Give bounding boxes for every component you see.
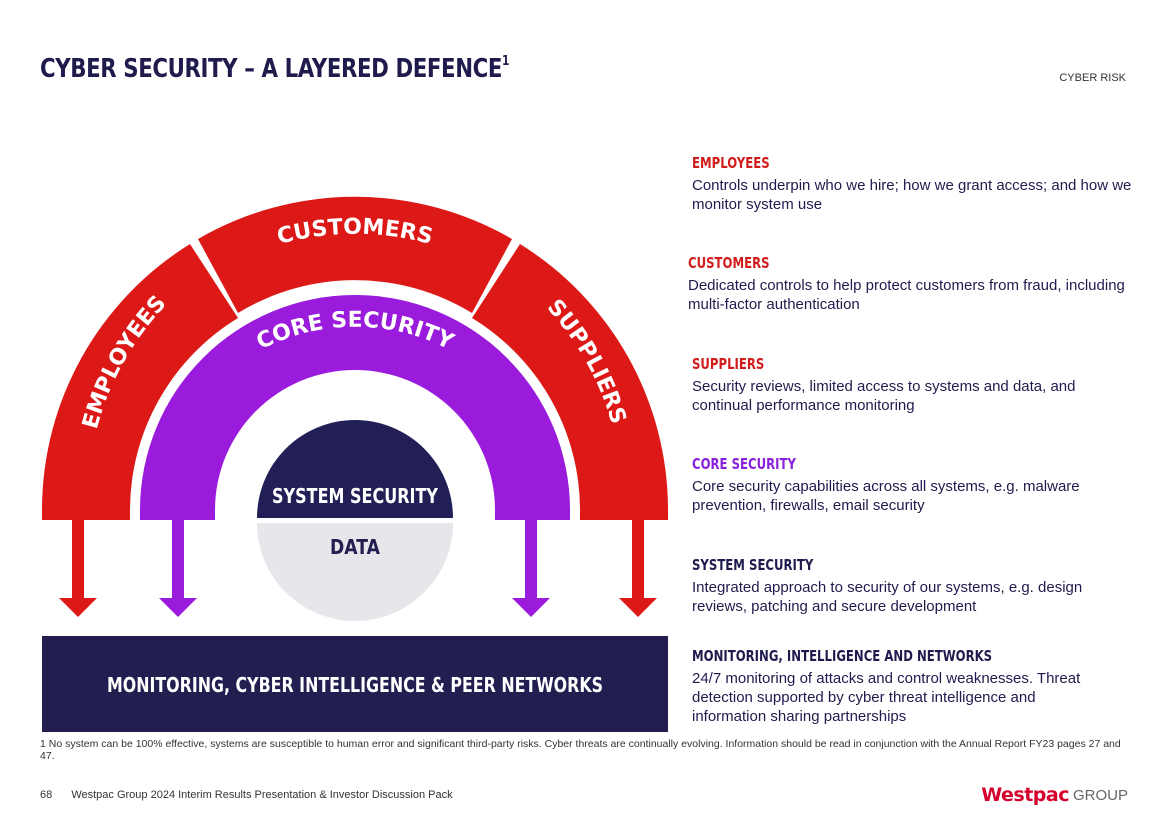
outer-ring-arrows bbox=[59, 520, 657, 617]
document-title: Westpac Group 2024 Interim Results Prese… bbox=[71, 789, 453, 801]
page-title-text: CYBER SECURITY – A LAYERED DEFENCE bbox=[40, 54, 503, 84]
layer-text: 24/7 monitoring of attacks and control w… bbox=[692, 670, 1081, 725]
layer-description-system-security: SYSTEM SECURITY Integrated approach to s… bbox=[692, 556, 1132, 616]
layer-text: Dedicated controls to help protect custo… bbox=[688, 277, 1125, 313]
outer-ring bbox=[42, 196, 668, 520]
westpac-group-logo: Westpac GROUP bbox=[981, 784, 1128, 806]
base-bar-label: MONITORING, CYBER INTELLIGENCE & PEER NE… bbox=[107, 673, 603, 697]
outer-ring-customers-segment bbox=[198, 196, 512, 313]
arrow-down-icon bbox=[512, 520, 550, 617]
layer-heading: SYSTEM SECURITY bbox=[692, 556, 814, 574]
layer-description-employees: EMPLOYEES Controls underpin who we hire;… bbox=[692, 154, 1132, 214]
outer-ring-suppliers-segment bbox=[472, 244, 668, 520]
layer-heading: CUSTOMERS bbox=[688, 254, 770, 272]
arrow-down-icon bbox=[159, 520, 197, 617]
layer-heading: MONITORING, INTELLIGENCE AND NETWORKS bbox=[692, 647, 993, 665]
system-security-circle bbox=[257, 420, 453, 518]
logo-group: GROUP bbox=[1072, 786, 1128, 804]
footnote: 1 No system can be 100% effective, syste… bbox=[40, 738, 1121, 762]
data-circle bbox=[257, 523, 453, 621]
core-security-ring bbox=[140, 295, 570, 520]
layered-defence-diagram: EMPLOYEES CUSTOMERS SUPPLIERS CORE SECUR… bbox=[42, 196, 668, 732]
core-ring-arrows bbox=[159, 520, 550, 617]
outer-ring-employees-segment bbox=[42, 244, 238, 520]
arrow-down-icon bbox=[59, 520, 97, 617]
layer-text: Controls underpin who we hire; how we gr… bbox=[692, 177, 1132, 213]
layer-description-monitoring: MONITORING, INTELLIGENCE AND NETWORKS 24… bbox=[692, 647, 1112, 726]
section-tag: CYBER RISK bbox=[1059, 72, 1126, 84]
layer-heading: CORE SECURITY bbox=[692, 455, 796, 473]
logo-brand: Westpac bbox=[981, 784, 1069, 806]
page-footer: 68 Westpac Group 2024 Interim Results Pr… bbox=[40, 789, 453, 801]
layer-text: Core security capabilities across all sy… bbox=[692, 478, 1080, 514]
arrow-down-icon bbox=[619, 520, 657, 617]
layer-heading: EMPLOYEES bbox=[692, 154, 770, 172]
layer-description-core-security: CORE SECURITY Core security capabilities… bbox=[692, 455, 1132, 515]
data-label: DATA bbox=[330, 535, 380, 559]
page-title: CYBER SECURITY – A LAYERED DEFENCE1 bbox=[40, 54, 509, 84]
monitoring-base-bar bbox=[42, 636, 668, 732]
system-security-label: SYSTEM SECURITY bbox=[272, 484, 438, 508]
layer-heading: SUPPLIERS bbox=[692, 355, 765, 373]
title-footnote-marker: 1 bbox=[502, 54, 510, 70]
layer-text: Integrated approach to security of our s… bbox=[692, 579, 1083, 615]
page-number: 68 bbox=[40, 789, 53, 801]
layer-description-customers: CUSTOMERS Dedicated controls to help pro… bbox=[688, 254, 1128, 314]
layer-text: Security reviews, limited access to syst… bbox=[692, 378, 1076, 414]
layer-description-suppliers: SUPPLIERS Security reviews, limited acce… bbox=[692, 355, 1132, 415]
